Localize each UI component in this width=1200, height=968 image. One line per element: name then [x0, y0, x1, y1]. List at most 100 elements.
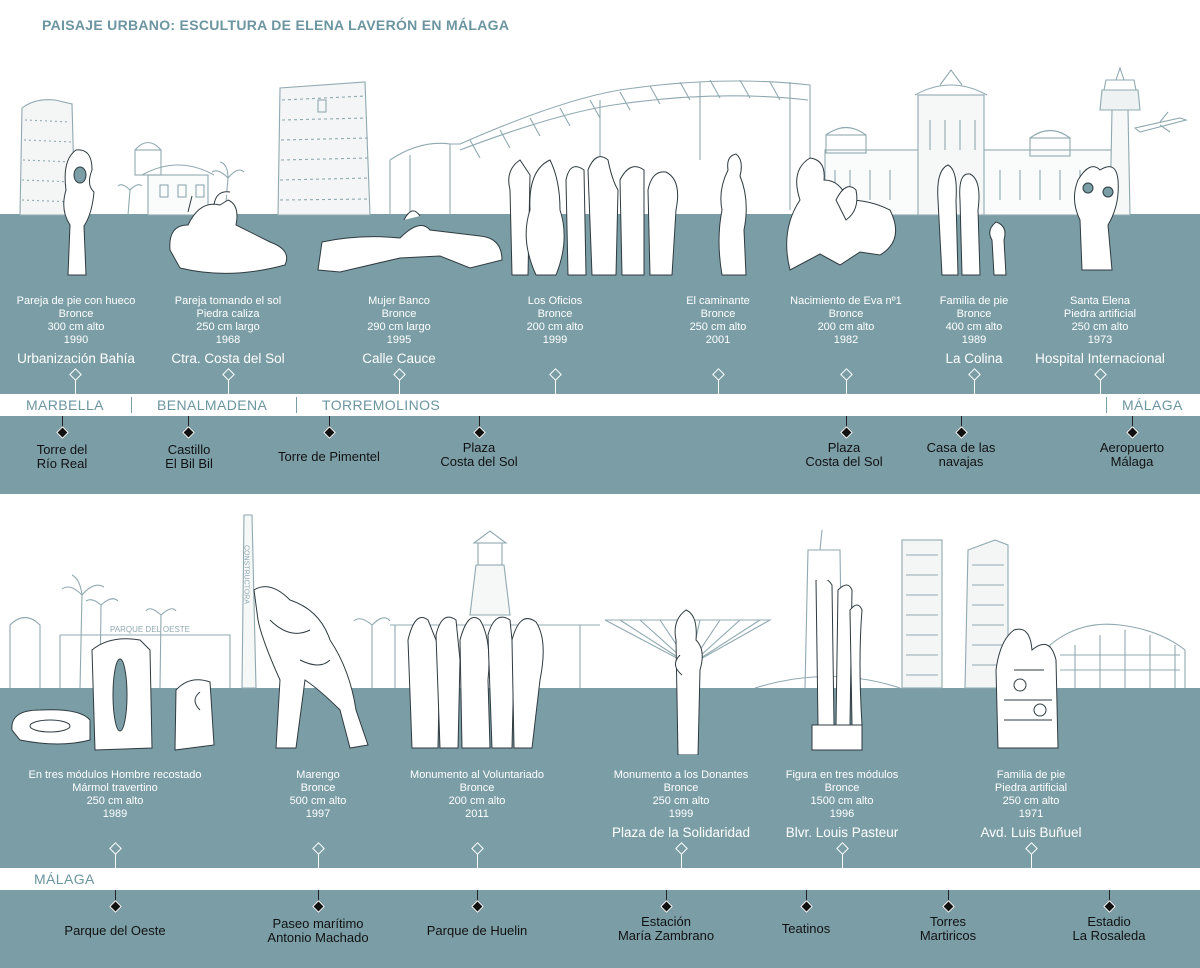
sculpture-figura-tres-modulos — [811, 580, 863, 751]
place-label: Plaza Costa del Sol — [389, 441, 569, 469]
marker-stem — [62, 416, 64, 428]
sculpture-year: 1989 — [961, 334, 987, 346]
place-label: Teatinos — [716, 922, 896, 936]
sculpture-location: La Colina — [945, 351, 1003, 366]
marker-stem — [228, 380, 230, 394]
sculpture-los-oficios — [508, 156, 679, 276]
marker-stem — [115, 890, 117, 902]
place-label: Torres Martiricos — [858, 915, 1038, 943]
place-label: Estadio La Rosaleda — [1019, 915, 1199, 943]
place-line: Río Real — [36, 456, 88, 471]
sculpture-name: Nacimiento de Eva nº1 — [790, 295, 902, 307]
sculpture-location: Plaza de la Solidaridad — [611, 825, 751, 840]
sculpture-marengo — [253, 586, 369, 749]
place-line: Casa de las — [926, 440, 996, 455]
sculpture-size: 200 cm alto — [448, 795, 506, 807]
marker-stem — [477, 854, 479, 868]
place-line: Torre del — [36, 442, 88, 457]
stadium-drawing — [1049, 623, 1186, 688]
sculpture-location: Hospital Internacional — [1035, 351, 1165, 366]
row2-bottom-band — [0, 890, 1200, 968]
sculpture-year: 1995 — [386, 334, 412, 346]
sculpture-size: 250 cm alto — [86, 795, 144, 807]
sculpture-santa-elena — [1074, 166, 1119, 271]
place-line: Estación — [641, 914, 691, 929]
sculpture-size: 200 cm alto — [526, 321, 584, 333]
sculpture-year: 1999 — [668, 808, 694, 820]
city-label: BENALMADENA — [157, 397, 268, 413]
city-label: TORREMOLINOS — [322, 397, 441, 413]
sculpture-name: En tres módulos Hombre recostado — [28, 769, 202, 781]
sculpture-size: 250 cm alto — [1071, 321, 1129, 333]
marker-stem — [479, 416, 481, 428]
marker-stem — [399, 380, 401, 394]
marker-stem — [115, 854, 117, 868]
sculpture-material: Bronce — [58, 308, 94, 320]
sculpture-name: Los Oficios — [527, 295, 583, 307]
sculpture-mujer-banco — [317, 210, 503, 273]
sculpture-material: Piedra artificial — [1063, 308, 1137, 320]
sculpture-name: El caminante — [686, 295, 750, 307]
sculpture-location: Ctra. Costa del Sol — [171, 351, 285, 366]
palms-drawing — [353, 617, 391, 688]
sculpture-hombre-recostado — [11, 638, 215, 751]
sculpture-info: Monumento al Voluntariado Bronce 200 cm … — [387, 769, 567, 821]
sculpture-year: 1968 — [215, 334, 241, 346]
sculpture-location: Avd. Luis Buñuel — [980, 825, 1082, 840]
place-line: Costa del Sol — [440, 454, 518, 469]
place-line: navajas — [938, 454, 984, 469]
sculpture-familia-de-pie — [937, 164, 1007, 276]
place-line: Castillo — [167, 442, 211, 457]
parque-oeste-drawing: PARQUE DEL OESTE — [9, 574, 231, 689]
place-line: María Zambrano — [617, 928, 715, 943]
place-line: Paseo marítimo — [272, 916, 364, 931]
sculpture-pareja-tomando-sol — [169, 191, 288, 274]
sculpture-info: Nacimiento de Eva nº1 Bronce 200 cm alto… — [756, 295, 936, 347]
sculpture-info: Monumento a los Donantes Bronce 250 cm a… — [591, 769, 771, 821]
chimney-drawing: CONSTRUCTORA — [241, 514, 257, 689]
chimney-sign: CONSTRUCTORA — [243, 545, 250, 604]
sculpture-size: 250 cm alto — [689, 321, 747, 333]
sculpture-name: Pareja tomando el sol — [174, 295, 282, 307]
marker-stem — [718, 380, 720, 394]
place-line: Costa del Sol — [805, 454, 883, 469]
sculpture-size: 250 cm alto — [1002, 795, 1060, 807]
city-separator — [296, 397, 297, 413]
sculpture-name: Pareja de pie con hueco — [16, 295, 136, 307]
place-label: Estación María Zambrano — [576, 915, 756, 943]
sculpture-year: 2011 — [465, 808, 489, 820]
sculpture-info: Familia de pie Piedra artificial 250 cm … — [941, 769, 1121, 821]
sculpture-nacimiento-eva — [786, 157, 897, 271]
marker-stem — [555, 380, 557, 394]
sculpture-material: Bronce — [537, 308, 573, 320]
sculpture-size: 200 cm alto — [817, 321, 875, 333]
sculpture-material: Bronce — [663, 782, 699, 794]
place-line: El Bil Bil — [165, 456, 213, 471]
sculpture-year: 1971 — [1018, 808, 1044, 820]
sculpture-name: Monumento a los Donantes — [613, 769, 749, 781]
pergola-drawing — [389, 79, 811, 215]
marker-stem — [329, 416, 331, 428]
sculpture-info: En tres módulos Hombre recostado Mármol … — [0, 769, 235, 821]
sculpture-year: 1996 — [829, 808, 855, 820]
sculpture-monumento-donantes — [674, 609, 703, 755]
sculpture-material: Mármol travertino — [72, 782, 158, 794]
place-line: Plaza — [462, 440, 496, 455]
sculpture-monumento-voluntariado — [407, 616, 544, 749]
sculpture-material: Bronce — [828, 308, 864, 320]
row1-sculptures-illustration — [63, 149, 1119, 276]
marker-stem — [1132, 416, 1134, 428]
place-label: Castillo El Bil Bil — [99, 443, 279, 471]
parque-sign: PARQUE DEL OESTE — [110, 625, 190, 634]
sculpture-name: Familia de pie — [939, 295, 1009, 307]
place-line: Torre de Pimentel — [278, 449, 380, 464]
sculpture-material: Bronce — [459, 782, 495, 794]
tower-rio-real-drawing — [19, 99, 76, 216]
sculpture-size: 250 cm largo — [196, 321, 260, 333]
marker-stem — [961, 416, 963, 428]
marker-stem — [846, 380, 848, 394]
sculpture-material: Piedra artificial — [994, 782, 1068, 794]
sculpture-size: 500 cm alto — [289, 795, 347, 807]
place-label: Torre del Río Real — [0, 443, 152, 471]
marker-stem — [1109, 890, 1111, 902]
